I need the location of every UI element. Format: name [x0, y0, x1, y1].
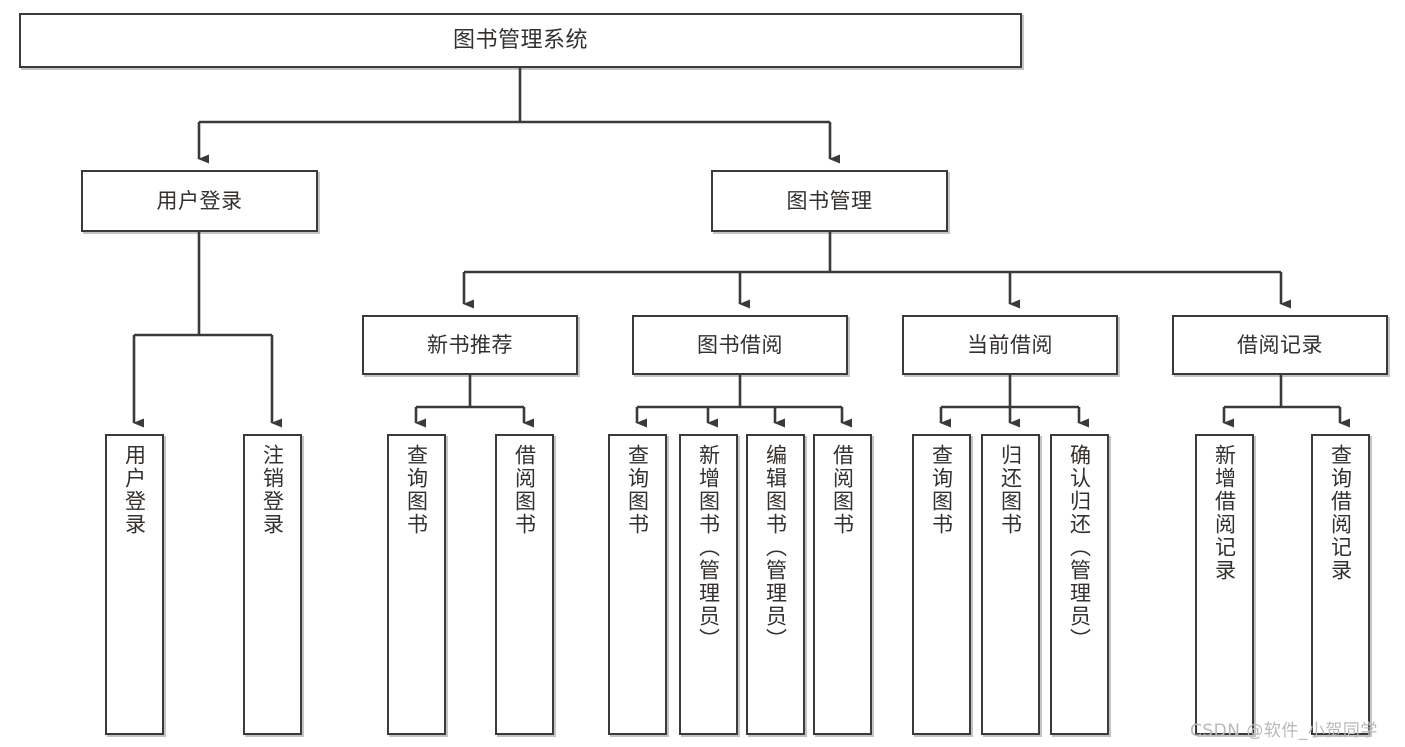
node-new-book-recommend-label: 新书推荐 — [427, 332, 513, 357]
node-leaf-return-book[interactable]: 归还图书 — [981, 434, 1040, 735]
node-leaf-query-book-1-label: 查询图书 — [404, 444, 429, 536]
node-leaf-query-book-1[interactable]: 查询图书 — [387, 434, 446, 735]
node-root-system-label: 图书管理系统 — [452, 27, 588, 53]
node-leaf-user-login-label: 用户登录 — [122, 444, 147, 536]
node-leaf-add-record-label: 新增借阅记录 — [1212, 444, 1237, 582]
node-leaf-confirm-return[interactable]: 确认归还（管理员） — [1050, 434, 1109, 735]
node-user-login-label: 用户登录 — [156, 188, 243, 213]
node-leaf-return-book-label: 归还图书 — [998, 444, 1023, 536]
node-new-book-recommend[interactable]: 新书推荐 — [362, 315, 578, 375]
node-root-system[interactable]: 图书管理系统 — [19, 13, 1022, 68]
node-leaf-user-logout-label: 注销登录 — [260, 444, 285, 536]
node-leaf-add-record[interactable]: 新增借阅记录 — [1195, 434, 1254, 735]
node-book-borrow-label: 图书借阅 — [697, 332, 783, 357]
node-borrow-record[interactable]: 借阅记录 — [1172, 315, 1388, 375]
csdn-watermark: CSDN @软件_小贺同学 — [1190, 721, 1378, 741]
node-leaf-add-book-label: 新增图书（管理员） — [696, 444, 721, 651]
node-leaf-user-logout[interactable]: 注销登录 — [243, 434, 302, 735]
node-leaf-confirm-return-label: 确认归还（管理员） — [1067, 444, 1092, 651]
node-leaf-query-book-2[interactable]: 查询图书 — [608, 434, 667, 735]
node-book-manage-label: 图书管理 — [786, 188, 873, 213]
node-leaf-borrow-book-2-label: 借阅图书 — [830, 444, 855, 536]
node-leaf-query-book-2-label: 查询图书 — [625, 444, 650, 536]
node-current-borrow-label: 当前借阅 — [967, 332, 1053, 357]
node-leaf-edit-book-label: 编辑图书（管理员） — [763, 444, 788, 651]
node-leaf-query-record-label: 查询借阅记录 — [1328, 444, 1353, 582]
node-current-borrow[interactable]: 当前借阅 — [902, 315, 1118, 375]
node-leaf-edit-book[interactable]: 编辑图书（管理员） — [746, 434, 805, 735]
node-leaf-add-book[interactable]: 新增图书（管理员） — [679, 434, 738, 735]
node-leaf-user-login[interactable]: 用户登录 — [105, 434, 164, 735]
node-leaf-borrow-book-2[interactable]: 借阅图书 — [813, 434, 872, 735]
node-leaf-borrow-book-1[interactable]: 借阅图书 — [495, 434, 554, 735]
node-leaf-borrow-book-1-label: 借阅图书 — [512, 444, 537, 536]
node-borrow-record-label: 借阅记录 — [1237, 332, 1323, 357]
node-leaf-query-record[interactable]: 查询借阅记录 — [1311, 434, 1370, 735]
node-book-borrow[interactable]: 图书借阅 — [632, 315, 848, 375]
node-leaf-query-book-3[interactable]: 查询图书 — [912, 434, 971, 735]
node-book-manage[interactable]: 图书管理 — [711, 170, 948, 232]
node-user-login[interactable]: 用户登录 — [81, 170, 318, 232]
node-leaf-query-book-3-label: 查询图书 — [929, 444, 954, 536]
